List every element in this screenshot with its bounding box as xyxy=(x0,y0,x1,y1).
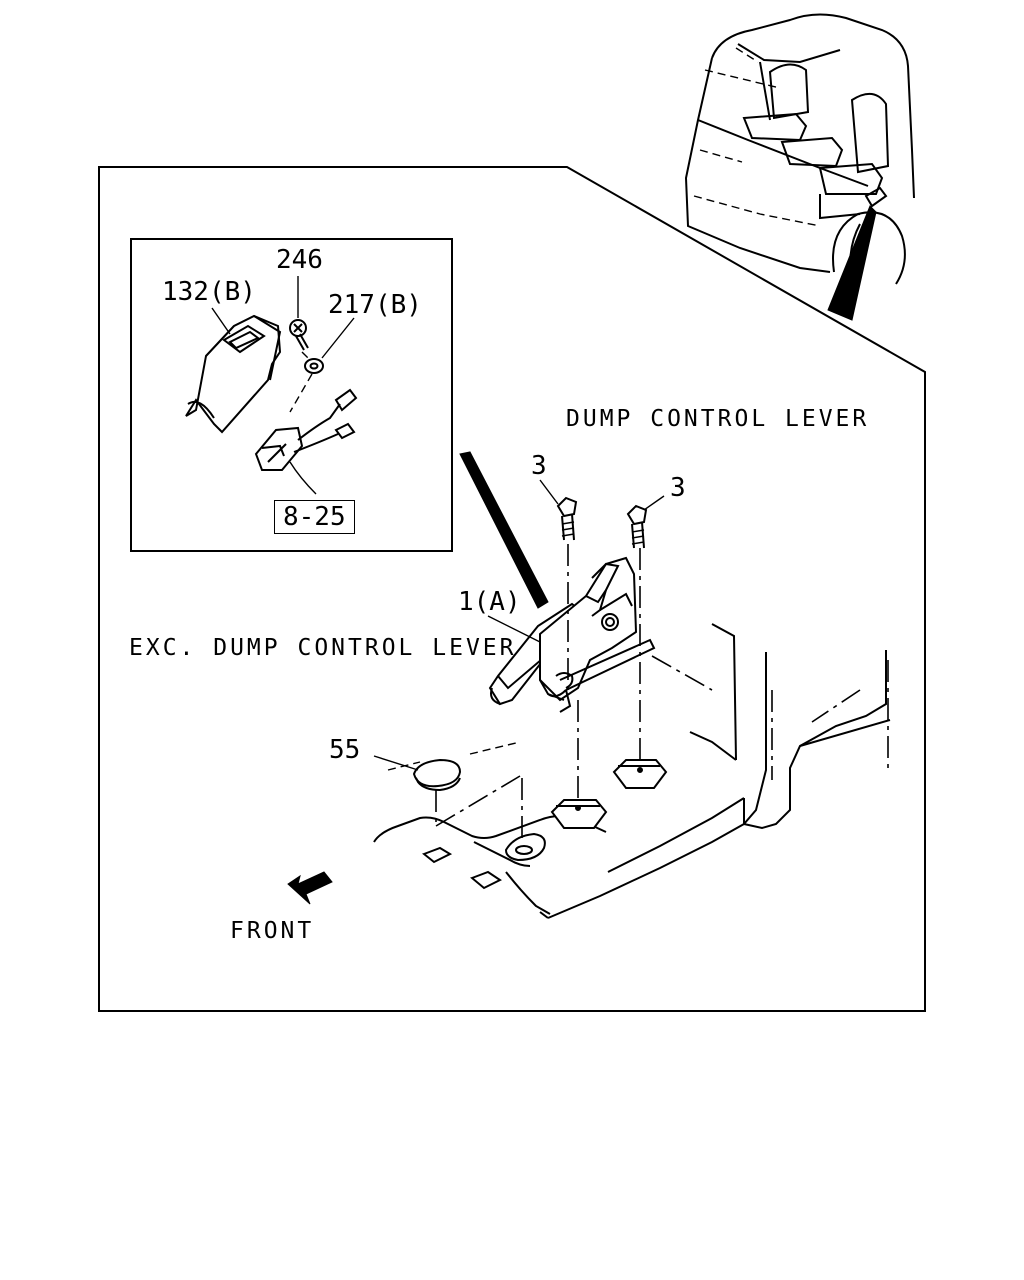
cab-locator-view xyxy=(684,13,915,321)
floor-panel xyxy=(373,479,891,919)
reference-8-25: 8-25 xyxy=(274,500,355,534)
callout-wedge-icon xyxy=(827,205,877,321)
main-frame xyxy=(98,166,926,1012)
arrow-down-left-icon xyxy=(287,871,333,905)
callout-wedge-icon xyxy=(459,451,549,609)
caption-dump-control-lever: DUMP CONTROL LEVER xyxy=(566,406,870,432)
caption-exc-dump-control-lever: EXC. DUMP CONTROL LEVER xyxy=(129,635,517,661)
lever-assembly xyxy=(488,496,713,800)
part-number-132b: 132(B) xyxy=(162,277,256,307)
detail-inset xyxy=(130,238,453,552)
part-number-3-left: 3 xyxy=(531,451,547,481)
front-direction-label: FRONT xyxy=(230,918,315,944)
part-number-246: 246 xyxy=(276,245,323,275)
part-number-217b: 217(B) xyxy=(328,290,422,320)
part-number-3-right: 3 xyxy=(670,473,686,503)
part-number-1a: 1(A) xyxy=(458,587,521,617)
part-number-55: 55 xyxy=(329,735,361,765)
